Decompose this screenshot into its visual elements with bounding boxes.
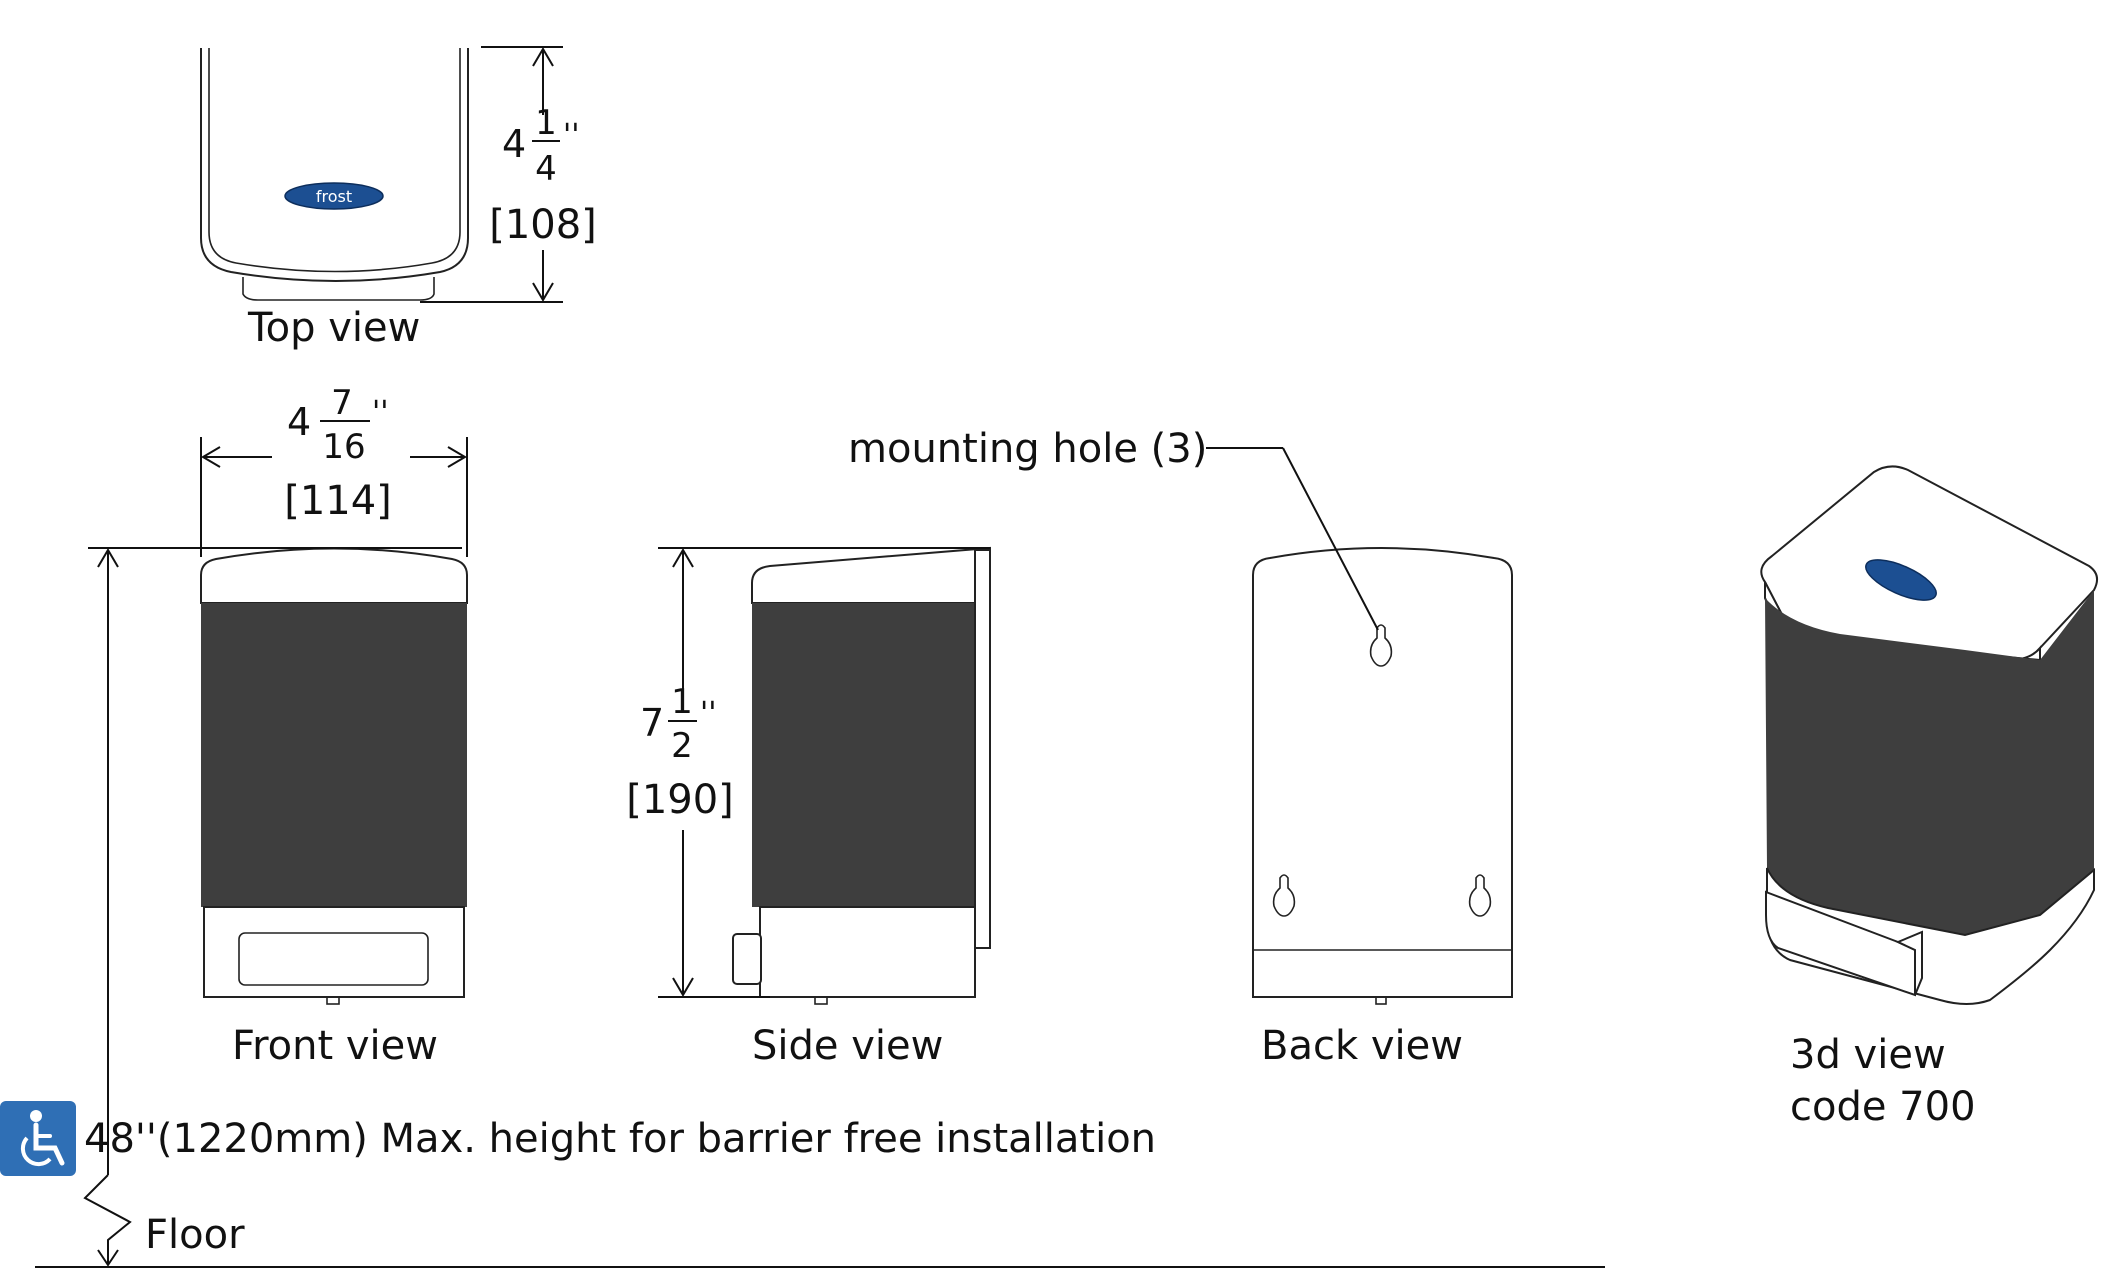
barrier-free-note: 48''(1220mm) Max. height for barrier fre… [84, 1116, 1156, 1162]
top-view-body [200, 48, 469, 282]
side-view-lid [751, 546, 991, 604]
wheelchair-icon [0, 1101, 76, 1176]
front-view-lid [200, 547, 468, 604]
front-dim-den: 16 [322, 427, 365, 467]
front-dim-mm: [114] [284, 478, 392, 524]
floor-arrow-down [97, 1249, 119, 1267]
top-dim-mm: [108] [489, 202, 597, 248]
mounting-hole-leader [1282, 447, 1379, 631]
front-view-base [203, 906, 465, 998]
side-dim-mm: [190] [626, 777, 734, 823]
wheelchair-icon-wheel [21, 1136, 52, 1167]
iso-window-side [1965, 590, 2094, 935]
top-view-label: Top view [247, 305, 420, 351]
mounting-hole-label: mounting hole (3) [848, 426, 1207, 472]
side-view-push-button [732, 933, 762, 985]
mounting-hole-right [1468, 874, 1492, 917]
mounting-hole-top [1369, 624, 1393, 667]
top-view: frost 4 1 4 '' [108] Top view [200, 46, 597, 351]
side-view-base [759, 906, 976, 998]
side-view-label: Side view [752, 1023, 943, 1069]
iso-push-button-front [1895, 930, 1923, 996]
iso-frost-logo [1865, 559, 1937, 601]
front-view-push-button [238, 932, 429, 986]
top-view-inner-edge [208, 48, 461, 273]
side-dim-arrow-down [672, 977, 694, 997]
top-dim-inch: '' [563, 118, 580, 153]
frost-logo-text: frost [316, 187, 352, 206]
wheelchair-icon-head [30, 1110, 42, 1122]
front-view-label: Front view [232, 1023, 438, 1069]
front-view-window [201, 603, 467, 907]
top-dim-arrow-up [532, 47, 554, 67]
front-view: 4 7 16 '' [114] Front view [200, 383, 468, 1069]
max-height-arrow-up [97, 548, 119, 568]
top-dim-num: 1 [535, 103, 557, 143]
top-dim-label-bg [496, 115, 594, 250]
top-dim-arrow-down [532, 282, 554, 302]
back-view: mounting hole (3) Back view [848, 426, 1513, 1069]
side-dim-inch: '' [700, 696, 717, 731]
front-view-nozzle [326, 996, 340, 1005]
floor-label: Floor [145, 1212, 245, 1258]
side-dim-arrow-up [672, 548, 694, 568]
back-view-label: Back view [1261, 1023, 1463, 1069]
frost-logo [284, 182, 384, 210]
side-view-backplate [974, 549, 991, 949]
side-dim-num: 1 [671, 682, 693, 722]
side-dim-den: 2 [671, 726, 693, 766]
top-dim-whole: 4 [502, 122, 526, 166]
iso-view-label-line1: 3d view [1790, 1032, 1946, 1078]
mounting-height: 48''(1220mm) Max. height for barrier fre… [0, 547, 1605, 1268]
front-dim-arrow-right [447, 446, 467, 468]
side-dim-whole: 7 [640, 701, 664, 745]
front-dim-whole: 4 [287, 400, 311, 444]
top-dim-den: 4 [535, 149, 557, 189]
break-symbol [83, 1174, 132, 1263]
side-view-window [752, 603, 975, 907]
iso-view: 3d view code 700 [1760, 465, 2099, 1130]
mounting-hole-left [1272, 874, 1296, 917]
iso-view-label-line2: code 700 [1790, 1084, 1976, 1130]
side-view-nozzle [814, 996, 828, 1005]
side-view: 7 1 2 '' [190] Side view [626, 546, 991, 1069]
front-dim-num: 7 [331, 383, 353, 423]
back-view-nozzle [1375, 996, 1387, 1005]
back-view-body [1252, 547, 1513, 998]
front-dim-arrow-left [201, 446, 221, 468]
front-dim-inch: '' [372, 395, 389, 430]
top-view-base [242, 277, 435, 301]
iso-window-front [1765, 598, 1965, 935]
